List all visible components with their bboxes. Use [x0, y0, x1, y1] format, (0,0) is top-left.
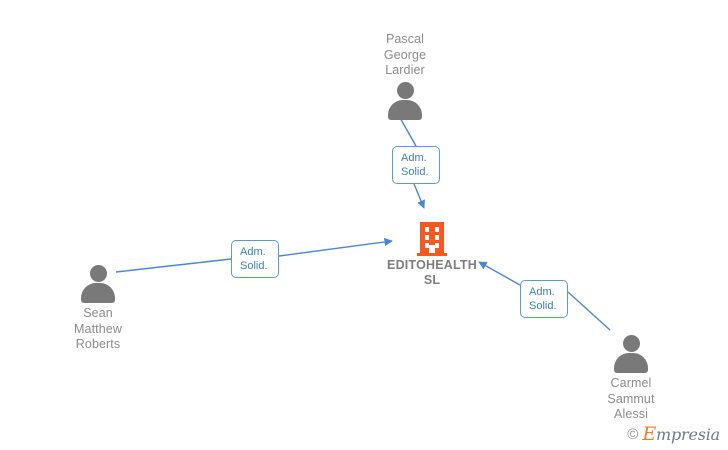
- person-icon: [383, 81, 427, 120]
- brand-initial: E: [642, 423, 656, 445]
- copyright-icon: ©: [627, 426, 639, 443]
- person-node-pascal[interactable]: Pascal George Lardier: [330, 32, 480, 120]
- person-icon: [76, 265, 120, 303]
- edge-sean-to-box: [115, 258, 232, 273]
- edge-box-to-company-left: [278, 237, 393, 257]
- person-label-pascal: Pascal George Lardier: [383, 32, 427, 77]
- person-label-carmel: Carmel Sammut Alessi: [607, 376, 655, 421]
- brand-rest: mpresia: [656, 425, 720, 444]
- edge-pascal-to-box: [398, 115, 417, 147]
- person-node-sean[interactable]: Sean Matthew Roberts: [23, 265, 173, 353]
- relation-label-sean[interactable]: Adm. Solid.: [231, 240, 279, 278]
- person-label-sean: Sean Matthew Roberts: [74, 306, 122, 351]
- edge-box-to-company-right: [478, 261, 521, 286]
- relation-label-carmel[interactable]: Adm. Solid.: [520, 280, 568, 318]
- person-icon: [609, 335, 653, 373]
- company-label: EDITOHEALTH SL: [387, 258, 477, 287]
- empresia-watermark: © Empresia: [627, 425, 720, 444]
- edge-carmel-to-box: [567, 291, 611, 331]
- brand-wordmark: Empresia: [642, 425, 720, 444]
- company-node-editohealth[interactable]: EDITOHEALTH SL: [337, 222, 527, 288]
- relation-label-pascal[interactable]: Adm. Solid.: [392, 146, 440, 184]
- building-icon: [417, 222, 447, 256]
- edge-box-to-company-top: [413, 183, 425, 209]
- person-node-carmel[interactable]: Carmel Sammut Alessi: [556, 335, 706, 423]
